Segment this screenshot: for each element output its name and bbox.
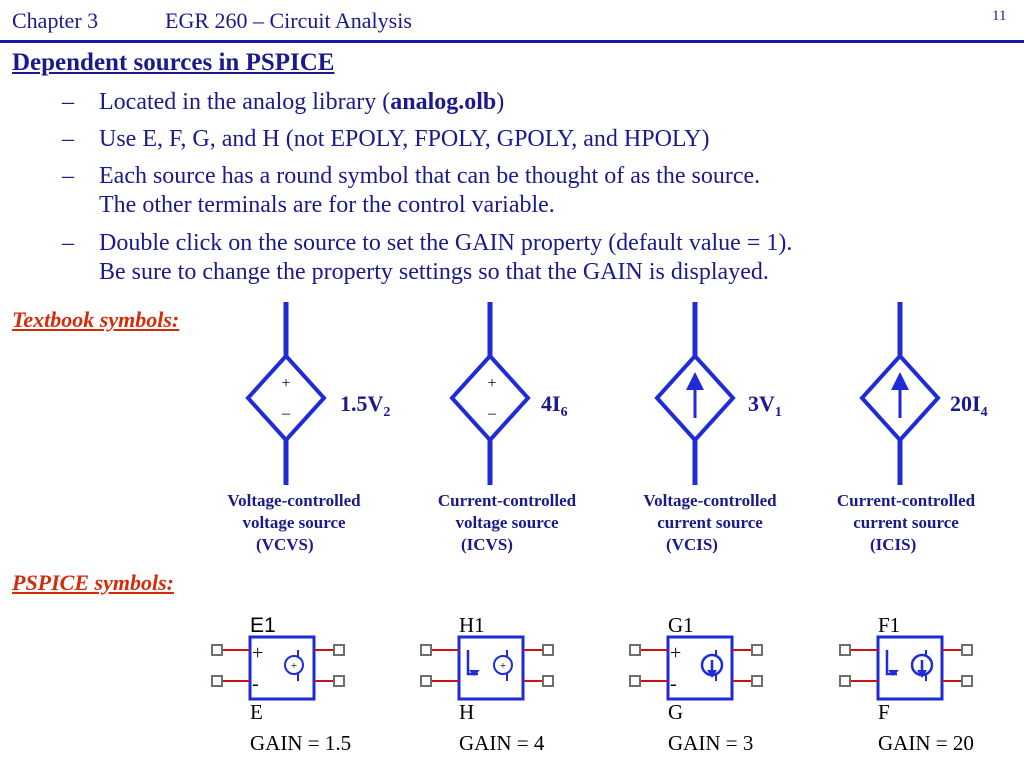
- gain-expression: 4I6: [541, 391, 568, 420]
- control-minus: -: [252, 673, 259, 695]
- gain-property: GAIN = 20: [878, 731, 974, 755]
- voltage-source-circle-icon: [493, 655, 513, 675]
- vcis-caption: Voltage-controlled current source (VCIS): [643, 491, 777, 554]
- pin-terminal[interactable]: [420, 675, 432, 687]
- part-reference: E1: [250, 614, 276, 637]
- part-value: H: [459, 700, 474, 724]
- bullet-dash: –: [62, 230, 74, 256]
- header-divider: [0, 40, 1024, 43]
- polarity-plus: +: [281, 375, 290, 392]
- icvs-caption: Current-controlled voltage source (ICVS): [437, 491, 577, 554]
- vcis-symbol: 3V1: [654, 302, 782, 485]
- icvs-symbol: + – 4I6: [449, 302, 568, 485]
- pin-terminal[interactable]: [961, 644, 973, 656]
- pin-terminal[interactable]: [333, 644, 345, 656]
- header-course-title: EGR 260 – Circuit Analysis: [165, 8, 412, 33]
- control-plus: +: [670, 642, 681, 664]
- gain-expression: 3V1: [748, 391, 782, 420]
- part-value: E: [250, 700, 263, 724]
- pin-terminal[interactable]: [629, 644, 641, 656]
- pin-terminal[interactable]: [839, 675, 851, 687]
- pspice-f-part: F1 F GAIN = 20: [839, 613, 974, 755]
- gain-expression: 20I4: [950, 391, 988, 420]
- polarity-minus: –: [281, 405, 291, 422]
- section-title: Dependent sources in PSPICE: [12, 49, 335, 76]
- gain-property: GAIN = 1.5: [250, 731, 351, 755]
- pspice-symbols-diagram: E1 + - + E GAIN = 1.5 H1 + H GAIN =: [211, 613, 974, 755]
- pin-terminal[interactable]: [961, 675, 973, 687]
- bullet-text-continued: Be sure to change the property settings …: [99, 259, 769, 285]
- bullet-text: Double click on the source to set the GA…: [99, 230, 793, 256]
- gain-property: GAIN = 3: [668, 731, 753, 755]
- pspice-e-part: E1 + - + E GAIN = 1.5: [211, 614, 351, 755]
- bullet-text-continued: The other terminals are for the control …: [99, 192, 555, 218]
- source-plus: +: [500, 660, 506, 672]
- pspice-symbols-label: PSPICE symbols:: [12, 570, 174, 595]
- bullet-dash: –: [62, 163, 74, 189]
- polarity-plus: +: [487, 375, 496, 392]
- control-minus: -: [670, 673, 677, 695]
- pspice-h-part: H1 + H GAIN = 4: [420, 613, 554, 755]
- page-number: 11: [992, 8, 1007, 24]
- source-plus: +: [291, 660, 297, 672]
- icis-symbol: 20I4: [859, 302, 988, 485]
- gain-expression: 1.5V2: [340, 391, 390, 420]
- bullet-text: Each source has a round symbol that can …: [99, 163, 761, 189]
- pin-terminal[interactable]: [542, 675, 554, 687]
- pin-terminal[interactable]: [333, 675, 345, 687]
- gain-property: GAIN = 4: [459, 731, 545, 755]
- header-chapter: Chapter 3: [12, 8, 99, 33]
- part-value: G: [668, 700, 683, 724]
- pin-terminal[interactable]: [751, 644, 763, 656]
- pspice-g-part: G1 + - G GAIN = 3: [629, 613, 763, 755]
- voltage-source-circle-icon: [284, 655, 304, 675]
- part-reference: H1: [459, 613, 485, 637]
- part-reference: G1: [668, 613, 694, 637]
- textbook-symbols-label: Textbook symbols:: [12, 307, 180, 332]
- vcvs-symbol: + – 1.5V2: [245, 302, 390, 485]
- pin-terminal[interactable]: [211, 675, 223, 687]
- icis-caption: Current-controlled current source (ICIS): [836, 491, 976, 554]
- pin-terminal[interactable]: [629, 675, 641, 687]
- pin-terminal[interactable]: [542, 644, 554, 656]
- bullet-text: Located in the analog library (analog.ol…: [99, 89, 505, 115]
- vcvs-caption: Voltage-controlled voltage source (VCVS): [227, 491, 361, 554]
- pin-terminal[interactable]: [751, 675, 763, 687]
- bullet-dash: –: [62, 89, 74, 115]
- diamond-source-shape: [245, 353, 327, 443]
- bullet-dash: –: [62, 126, 74, 152]
- library-name: analog.olb: [390, 89, 497, 115]
- pin-terminal[interactable]: [839, 644, 851, 656]
- pin-terminal[interactable]: [211, 644, 223, 656]
- diamond-source-shape: [449, 353, 531, 443]
- polarity-minus: –: [487, 405, 497, 422]
- part-value: F: [878, 700, 890, 724]
- bullet-text: Use E, F, G, and H (not EPOLY, FPOLY, GP…: [99, 126, 710, 152]
- part-reference: F1: [878, 613, 900, 637]
- pin-terminal[interactable]: [420, 644, 432, 656]
- control-plus: +: [252, 642, 263, 664]
